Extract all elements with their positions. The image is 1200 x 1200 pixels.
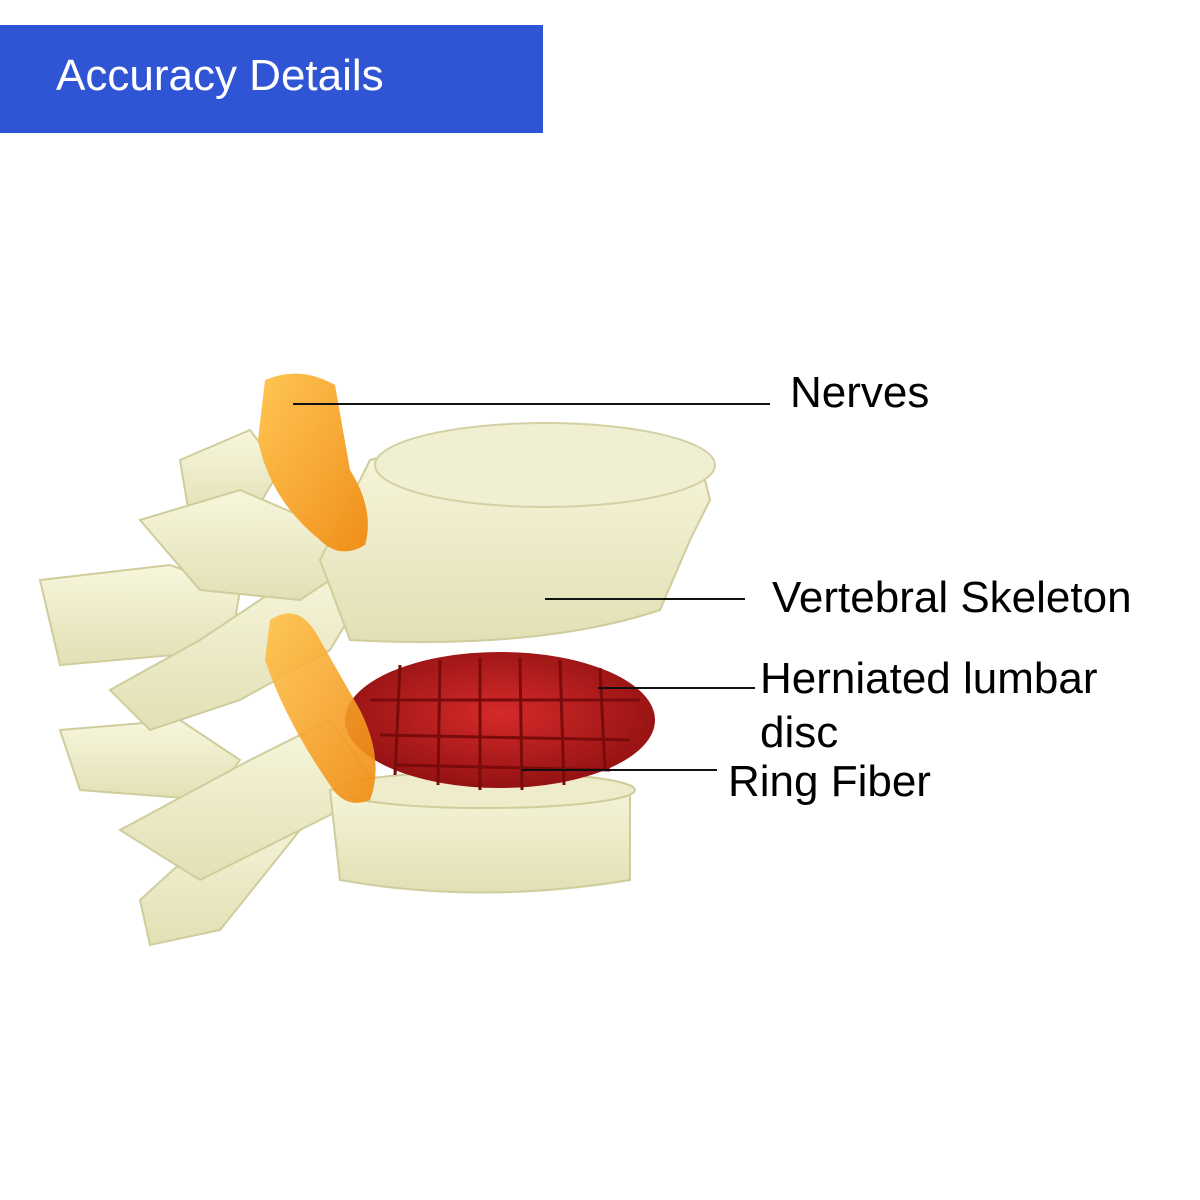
- vertebral-skeleton-label: Vertebral Skeleton: [772, 573, 1132, 622]
- page-title: Accuracy Details: [56, 51, 384, 100]
- nerve-roots: [258, 373, 376, 803]
- ring-fiber-label: Ring Fiber: [728, 757, 931, 806]
- herniated-lumbar-disc-label: Herniated lumbar disc: [760, 654, 1098, 757]
- header-banner: [0, 25, 543, 133]
- upper-vertebra: [38, 422, 716, 732]
- nerves-label: Nerves: [790, 368, 930, 417]
